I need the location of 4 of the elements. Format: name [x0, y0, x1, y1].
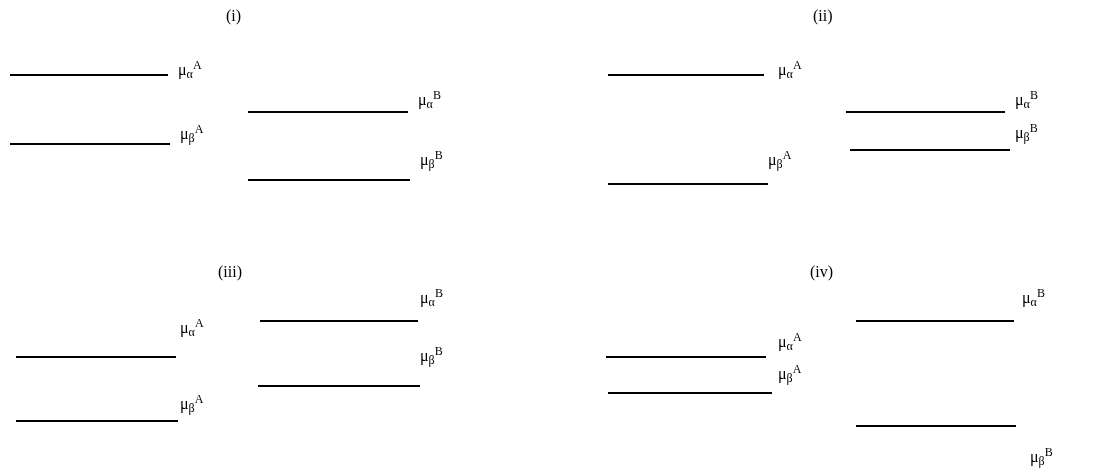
panel-title: (iv): [810, 264, 834, 280]
panel-title: (ii): [813, 8, 833, 24]
panel-title: (i): [226, 8, 242, 24]
panel-title: (iii): [218, 264, 242, 280]
